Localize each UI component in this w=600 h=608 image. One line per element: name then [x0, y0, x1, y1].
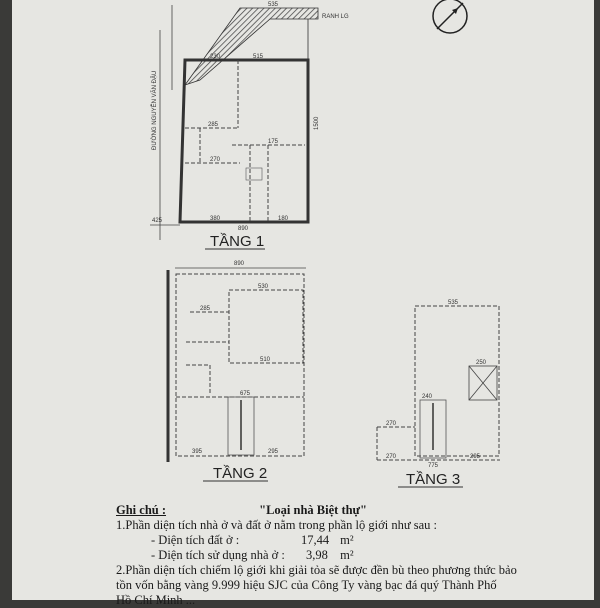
dim-label: 515	[253, 54, 264, 60]
dim-label: 535	[268, 2, 279, 8]
dim-label: 240	[422, 394, 433, 400]
land-area-value: 17,44	[301, 533, 330, 547]
dim-label: 425	[152, 218, 163, 224]
dim-label: 530	[258, 284, 269, 290]
dim-label: 1500	[314, 116, 320, 130]
dim-label: 175	[268, 139, 279, 145]
house-type: "Loại nhà Biệt thự"	[259, 503, 367, 517]
dim-label: 285	[200, 306, 211, 312]
dim-label: 250	[476, 360, 487, 366]
dim-label: 890	[234, 261, 245, 267]
floor-3-title: TẦNG 3	[406, 471, 460, 488]
dim-label: 270	[210, 157, 221, 163]
unit: m²	[340, 548, 354, 562]
note-line-1: 1.Phần diện tích nhà ở và đất ở nằm tron…	[116, 518, 437, 532]
floor-2-title: TẦNG 2	[213, 465, 267, 482]
used-area-value: 3,98	[306, 548, 328, 562]
dim-label: 270	[386, 454, 397, 460]
note-line-2c: Hồ Chí Minh ...	[116, 593, 196, 607]
dim-label: 270	[386, 421, 397, 427]
dim-label: 285	[208, 122, 219, 128]
dim-label: 775	[428, 463, 439, 469]
street-label: ĐƯỜNG NGUYỄN VĂN ĐẬU	[151, 71, 158, 150]
used-area-label: - Diện tích sử dụng nhà ở :	[151, 548, 285, 562]
note-line-2a: 2.Phần diện tích chiếm lộ giới khi giải …	[116, 563, 517, 577]
dim-label: 295	[470, 454, 481, 460]
dim-label: 395	[192, 449, 203, 455]
dim-label: 295	[268, 449, 279, 455]
dim-label: 890	[238, 226, 249, 232]
unit: m²	[340, 533, 354, 547]
dim-label: 510	[260, 357, 271, 363]
floor-1-plan: 535 515 230 285 270 175 890 380 180 425 …	[150, 2, 349, 250]
floor-1-title: TẦNG 1	[210, 233, 264, 250]
north-arrow-compass-icon	[432, 0, 468, 34]
land-area-label: - Diện tích đất ở :	[151, 533, 240, 547]
dim-label: 380	[210, 216, 221, 222]
setback-label: RANH LG	[322, 14, 349, 20]
dim-label: 180	[278, 216, 289, 222]
floor-3-plan: 535 250 240 270 270 295 775 TẦNG 3	[376, 300, 500, 488]
dim-label: 535	[448, 300, 459, 306]
notes-section: Ghi chú : "Loại nhà Biệt thự" 1.Phần diệ…	[116, 503, 586, 608]
note-line-2b: tồn vốn bằng vàng 9.999 hiệu SJC của Côn…	[116, 578, 497, 592]
dim-label: 675	[240, 391, 251, 397]
notes-heading: Ghi chú :	[116, 503, 167, 517]
dim-label: 230	[210, 54, 221, 60]
floor-2-plan: 890 530 285 510 675 395 295 TẦNG 2	[166, 261, 306, 482]
